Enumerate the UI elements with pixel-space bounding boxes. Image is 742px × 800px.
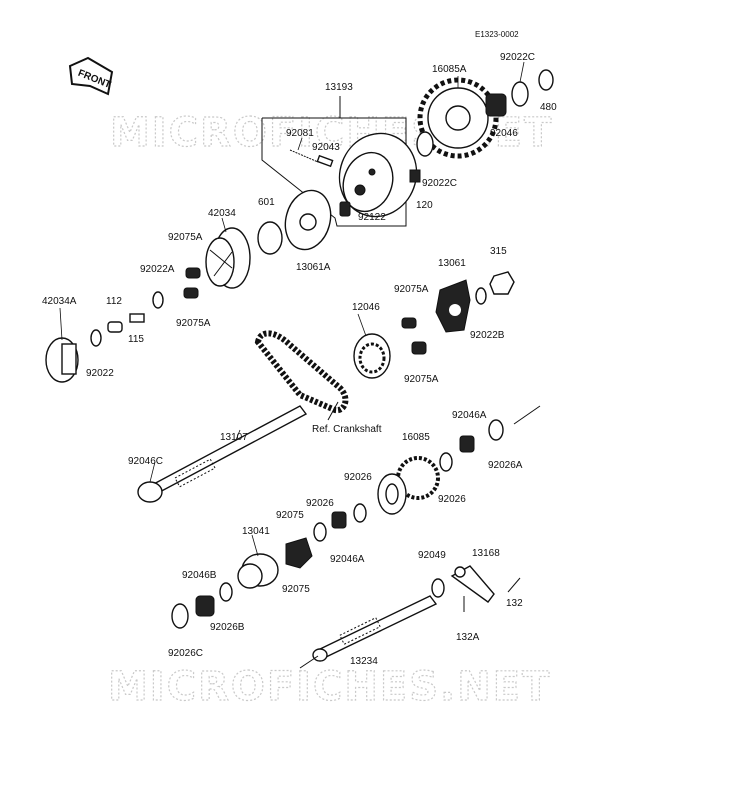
part-label: 601 — [258, 197, 275, 208]
sprocket-16085A — [417, 77, 499, 159]
part-label: 13107 — [220, 432, 248, 443]
part-label: 92046 — [490, 128, 518, 139]
part-label: 92026A — [488, 460, 523, 471]
part-label: 92081 — [286, 128, 314, 139]
cam-13061 — [435, 279, 471, 333]
part-label: 92075A — [404, 374, 439, 385]
part-label: 13168 — [472, 548, 500, 559]
lever-13168 — [450, 565, 495, 603]
sprocket-16085 — [377, 456, 440, 515]
part-label: 92075 — [282, 584, 310, 595]
part-label: 13193 — [325, 82, 353, 93]
part-label: 42034A — [42, 296, 77, 307]
part-label: 92026B — [210, 622, 245, 633]
reference-label: Ref. Crankshaft — [312, 424, 382, 435]
part-label: 92075A — [394, 284, 429, 295]
part-label: 480 — [540, 102, 557, 113]
hub-13041 — [237, 553, 279, 589]
part-label: 42034 — [208, 208, 236, 219]
part-label: 13234 — [350, 656, 378, 667]
part-label: 92046A — [330, 554, 365, 565]
clutch-housing-13193 — [338, 132, 418, 218]
part-label: 92046A — [452, 410, 487, 421]
part-label: 92049 — [418, 550, 446, 561]
part-label: 92022C — [500, 52, 535, 63]
part-label: 92046C — [128, 456, 163, 467]
shaft-13234 — [312, 595, 438, 662]
diagram-code: E1323-0002 — [475, 30, 519, 39]
part-label: 92046B — [182, 570, 217, 581]
part-label: 132A — [456, 632, 480, 643]
part-label: 92026C — [168, 648, 203, 659]
part-label: 92026 — [438, 494, 466, 505]
watermark-bottom: MICROFICHES.NET — [108, 664, 551, 710]
part-label: 92075 — [276, 510, 304, 521]
part-label: 16085 — [402, 432, 430, 443]
part-label: 315 — [490, 246, 507, 257]
sprocket-12046 — [353, 333, 391, 379]
part-label: 115 — [128, 334, 144, 345]
part-label: 92026 — [344, 472, 372, 483]
part-label: 12046 — [352, 302, 380, 313]
part-label: 13061 — [438, 258, 466, 269]
part-label: 92075A — [168, 232, 203, 243]
part-label: 13041 — [242, 526, 270, 537]
part-label: 92022C — [422, 178, 457, 189]
cam-plate-13061A — [284, 189, 332, 251]
drive-chain — [254, 330, 349, 414]
part-label: 92122 — [358, 212, 386, 223]
front-arrow-icon: FRONT — [68, 56, 114, 96]
part-label: 92022A — [140, 264, 175, 275]
pulley-42034 — [205, 227, 251, 289]
part-label: 92075A — [176, 318, 211, 329]
shaft-13107 — [137, 405, 308, 503]
part-label: 92043 — [312, 142, 340, 153]
assembly-bracket — [261, 117, 407, 227]
part-label: 92022B — [470, 330, 505, 341]
part-label: 92022 — [86, 368, 114, 379]
part-label: 112 — [106, 296, 122, 307]
part-label: 92026 — [306, 498, 334, 509]
part-label: 13061A — [296, 262, 331, 273]
part-label: 120 — [416, 200, 433, 211]
leader-lines — [59, 61, 525, 557]
part-label: 16085A — [432, 64, 467, 75]
part-label: 132 — [506, 598, 523, 609]
pulley-42034A — [45, 337, 79, 383]
